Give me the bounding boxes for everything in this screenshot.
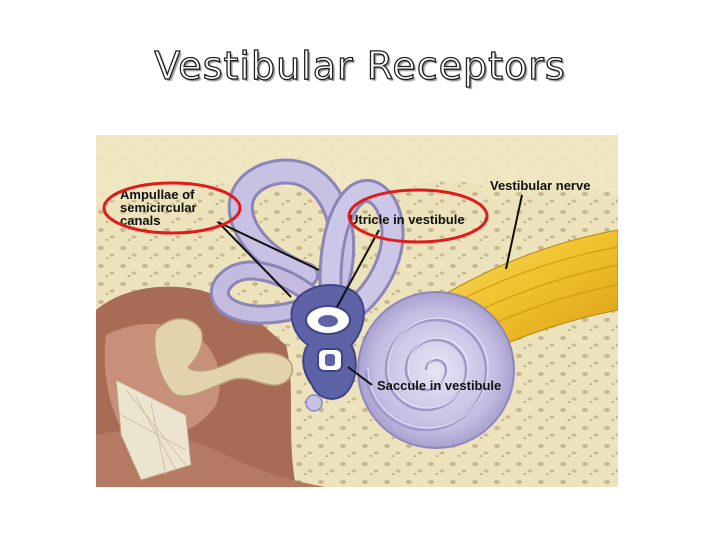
highlight-circle-utricle bbox=[347, 188, 489, 244]
label-ampullae-line3: canals bbox=[120, 213, 160, 228]
membrane-lines bbox=[120, 389, 187, 476]
vestibule bbox=[290, 284, 365, 412]
label-utricle: Utricle in vestibule bbox=[349, 212, 465, 227]
label-saccule: Saccule in vestibule bbox=[377, 378, 501, 393]
semicircular-canals bbox=[210, 158, 405, 325]
ossicles bbox=[154, 318, 293, 397]
highlight-circle-ampullae bbox=[102, 181, 242, 235]
pointer-lines bbox=[217, 194, 523, 386]
label-ampullae-line1: Ampullae of bbox=[120, 187, 195, 202]
cochlea bbox=[357, 291, 515, 449]
label-ampullae-line2: semicircular bbox=[120, 200, 197, 215]
inner-ear-diagram: Ampullae of semicircular canals Utricle … bbox=[96, 135, 618, 487]
label-vestibular-nerve: Vestibular nerve bbox=[490, 178, 590, 193]
upper-bone-band bbox=[96, 135, 618, 205]
tympanic-membrane bbox=[115, 379, 192, 481]
slide-title: Vestibular Receptors bbox=[154, 43, 566, 88]
inner-ear-illustration: Ampullae of semicircular canals Utricle … bbox=[96, 135, 618, 487]
